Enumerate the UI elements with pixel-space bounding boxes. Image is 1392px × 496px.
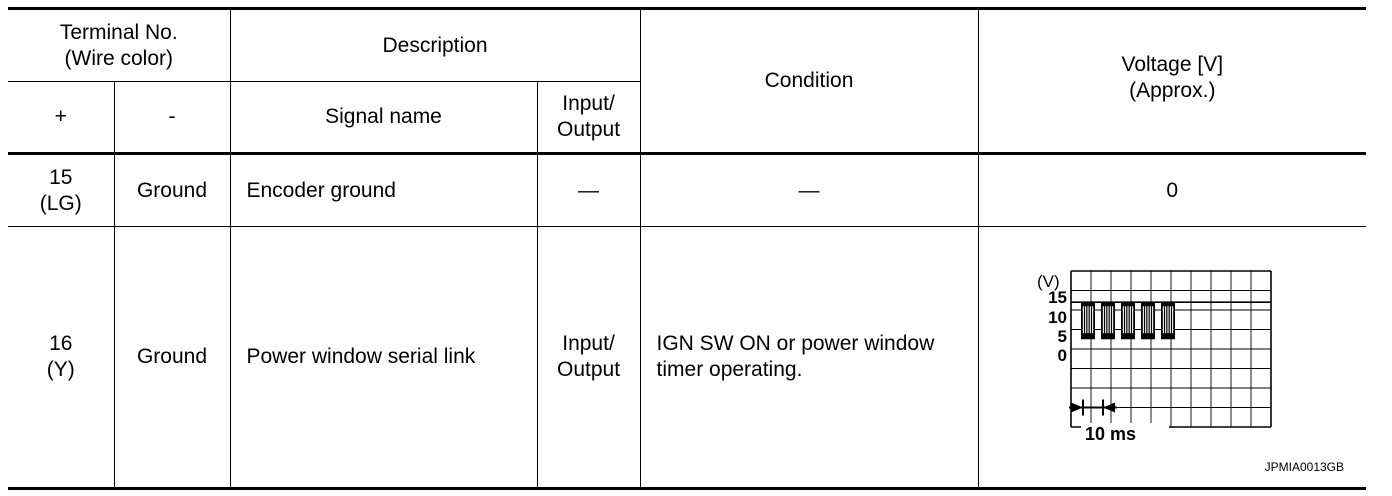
condition-line-1: IGN SW ON or power window — [656, 332, 935, 355]
terminal-cell: 16 (Y) — [8, 226, 115, 490]
waveform-figure: (V) 15 10 5 0 10 ms — [1029, 267, 1359, 477]
waveform-time-label: 10 ms — [1085, 424, 1136, 444]
io-line-1: Input/ — [562, 332, 615, 355]
terminal-header-line-2: (Wire color) — [64, 46, 174, 70]
condition-cell: — — [639, 153, 979, 227]
wire-color: (LG) — [39, 191, 82, 215]
voltage-header-line-2: (Approx.) — [1129, 79, 1216, 102]
condition-line-2: timer operating. — [656, 358, 803, 381]
terminal-spec-table: Terminal No. (Wire color) Description Co… — [8, 7, 1367, 490]
signal-cell: Power window serial link — [229, 226, 538, 490]
waveform-signal — [1070, 301, 1271, 340]
waveform-y-tick-10: 10 — [1048, 308, 1067, 327]
terminal-number: 15 — [49, 165, 73, 189]
time-arrow-head-left — [1070, 402, 1083, 413]
condition-header: Condition — [639, 7, 979, 155]
description-header: Description — [229, 7, 641, 82]
waveform-y-tick-0: 0 — [1057, 346, 1066, 365]
voltage-header: Voltage [V] (Approx.) — [977, 7, 1367, 155]
io-header-line-2: Output — [556, 118, 621, 141]
condition-cell: IGN SW ON or power window timer operatin… — [639, 226, 979, 490]
io-cell: — — [536, 153, 641, 227]
io-header: Input/ Output — [536, 81, 641, 155]
terminal-header-line-1: Terminal No. — [59, 20, 178, 44]
io-header-line-1: Input/ — [562, 92, 615, 115]
plus-header: + — [8, 81, 115, 155]
minus-cell: Ground — [113, 226, 231, 490]
header-row-1: Terminal No. (Wire color) Description Co… — [8, 7, 1367, 155]
header-row-2: + - Signal name Input/ Output — [8, 81, 1366, 155]
signal-name-header: Signal name — [229, 81, 538, 155]
waveform-grid — [1069, 270, 1272, 428]
voltage-header-line-1: Voltage [V] — [1121, 53, 1224, 76]
io-line-2: Output — [556, 358, 621, 381]
minus-header: - — [113, 81, 231, 155]
table-row: 15 (LG) Ground Encoder ground — — 0 — [8, 153, 1367, 227]
waveform-svg: (V) 15 10 5 0 10 ms — [1037, 270, 1272, 445]
time-label-background — [1080, 423, 1169, 445]
voltage-waveform-cell: (V) 15 10 5 0 10 ms JPMIA0013GB — [977, 226, 1367, 490]
wire-color: (Y) — [46, 358, 75, 381]
waveform-unit: (V) — [1037, 272, 1060, 291]
terminal-header: Terminal No. (Wire color) — [8, 7, 231, 82]
waveform-time-arrow — [1068, 399, 1117, 416]
terminal-number: 16 — [49, 332, 73, 355]
table-row: 16 (Y) Ground Power window serial link I… — [8, 226, 1367, 490]
minus-cell: Ground — [113, 153, 231, 227]
figure-code: JPMIA0013GB — [1264, 460, 1345, 474]
terminal-cell: 15 (LG) — [8, 153, 115, 227]
time-arrow-head-right — [1102, 402, 1115, 413]
waveform-y-tick-5: 5 — [1057, 327, 1066, 346]
signal-cell: Encoder ground — [229, 153, 538, 227]
voltage-cell: 0 — [977, 153, 1367, 227]
waveform-y-tick-15: 15 — [1048, 288, 1067, 307]
io-cell: Input/ Output — [536, 226, 641, 490]
